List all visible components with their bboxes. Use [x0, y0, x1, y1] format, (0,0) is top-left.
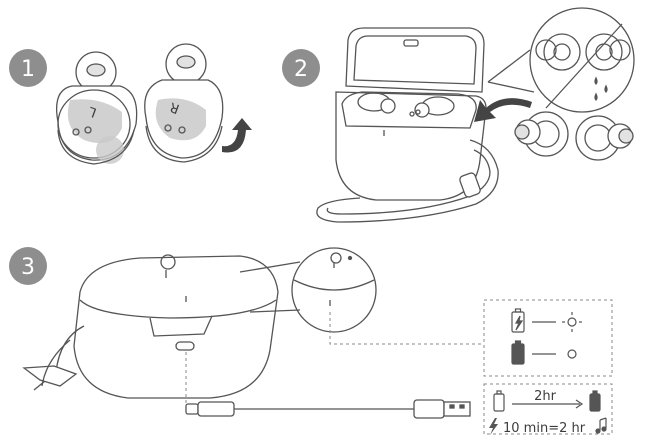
charging-case-open — [335, 27, 487, 201]
charge-duration-text: 2hr — [534, 389, 557, 404]
charging-case-closed — [22, 254, 279, 399]
led-callout — [239, 247, 377, 333]
earbuds-pair — [514, 111, 634, 161]
place-in-case-arrow — [474, 98, 532, 122]
duration-arrowhead — [575, 399, 584, 409]
led-status-panel: charging full — [483, 299, 613, 377]
step-1-badge: 1 — [9, 49, 47, 87]
step-3-number: 3 — [21, 255, 35, 280]
step-3-badge: 3 — [9, 247, 47, 285]
usb-c-cable — [185, 399, 471, 419]
step-1-number: 1 — [21, 57, 35, 82]
quick-charge-text: 10 min=2 hr — [503, 421, 586, 436]
charging-time-panel: 2hr 10 min=2 hr — [483, 383, 613, 436]
music-note-icon — [595, 417, 607, 434]
insert-arrow — [222, 118, 252, 153]
step-2-badge: 2 — [282, 49, 320, 87]
battery-charging-icon — [511, 308, 582, 333]
lanyard — [316, 139, 499, 223]
battery-full-tip — [592, 390, 598, 395]
battery-full-icon-2 — [589, 393, 601, 412]
lightning-bolt-icon — [489, 418, 498, 435]
left-earbud — [55, 51, 138, 165]
step-2-number: 2 — [294, 57, 308, 82]
dry-earbuds-callout — [487, 7, 635, 113]
callout-leaders — [185, 312, 484, 410]
battery-full-icon — [511, 340, 577, 365]
right-earbud — [144, 43, 224, 163]
battery-empty-tip — [496, 390, 502, 395]
